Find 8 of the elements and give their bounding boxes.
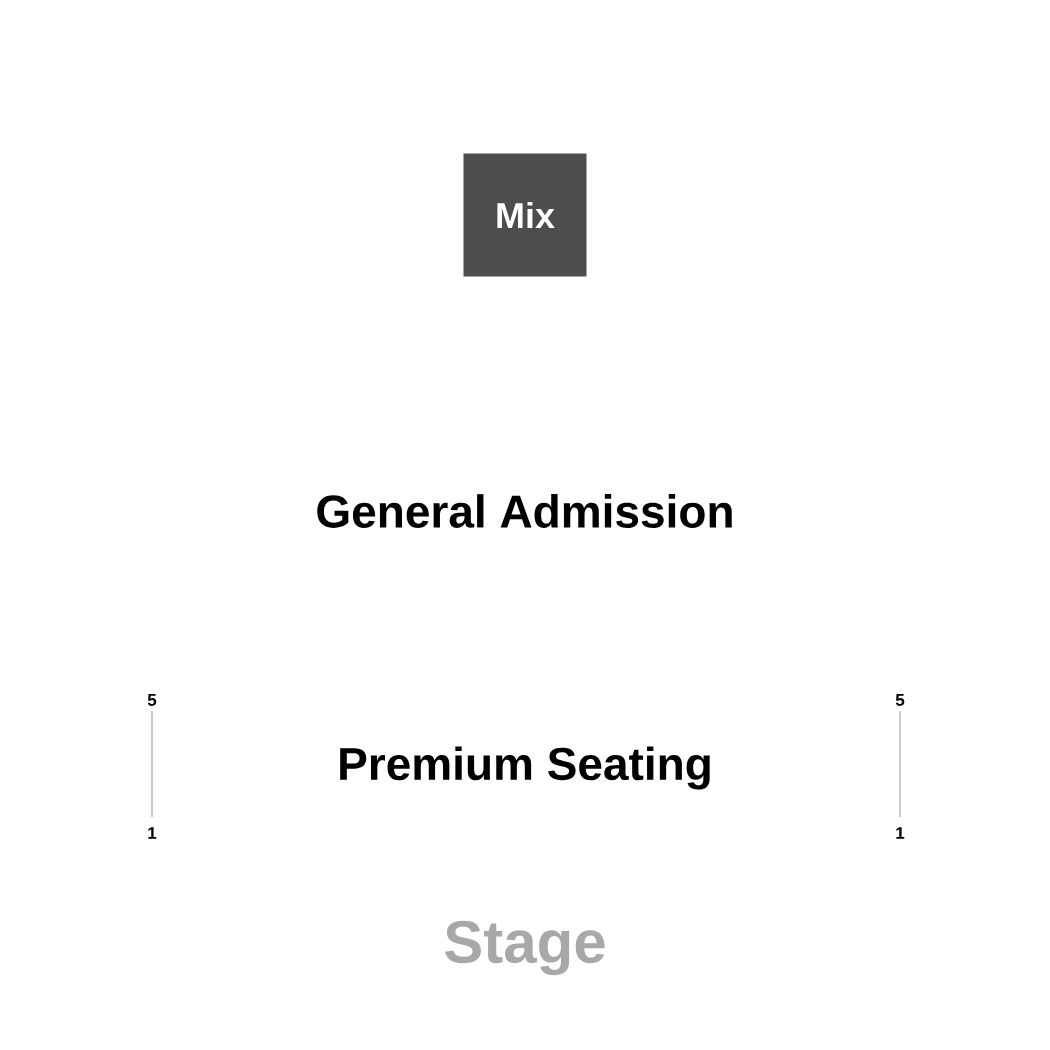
mix-box: Mix bbox=[463, 153, 587, 277]
stage-label: Stage bbox=[445, 920, 605, 976]
row-number: 5 bbox=[895, 694, 905, 706]
zone-label: General Admission bbox=[317, 494, 732, 528]
zone-label: Premium Seating bbox=[340, 746, 710, 790]
row-number: 1 bbox=[896, 827, 905, 839]
row-number: 5 bbox=[147, 694, 157, 706]
row-number: 1 bbox=[148, 827, 157, 839]
